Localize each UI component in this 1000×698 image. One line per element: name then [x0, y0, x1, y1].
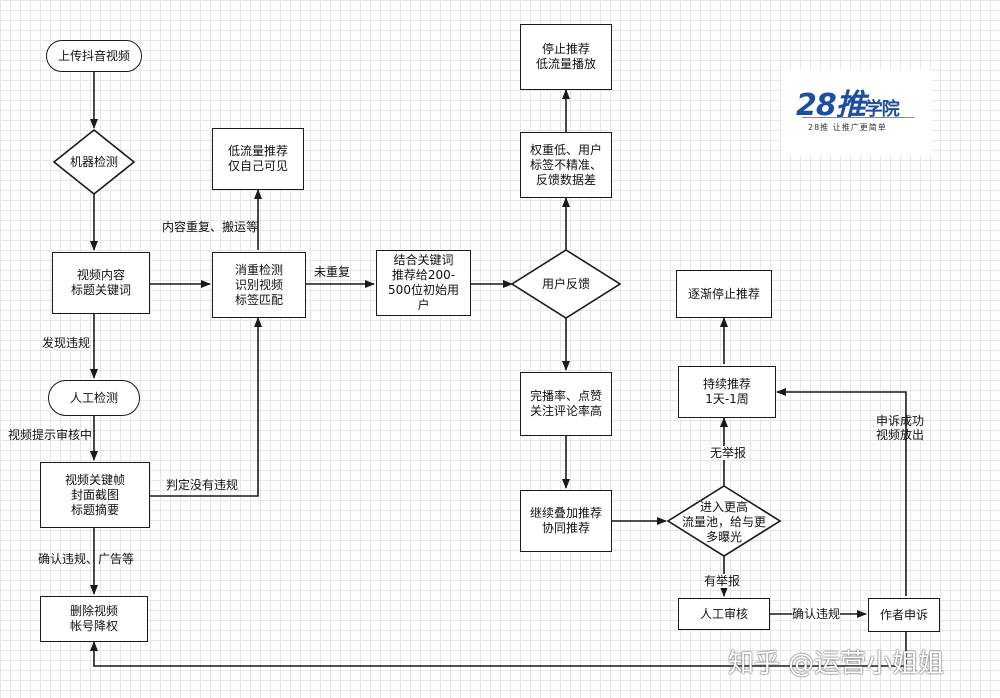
node-gradual-stop-label: 逐渐停止推荐	[687, 286, 760, 301]
node-manual-check: 人工检测	[48, 380, 140, 416]
edge-label-appeal-success: 申诉成功 视频放出	[876, 414, 925, 442]
node-machine-check: 机器检测	[54, 150, 134, 174]
edge-label-confirm-violation: 确认违规	[792, 607, 841, 621]
edge-label-found-violation: 发现违规	[42, 336, 91, 350]
node-upload-video-label: 上传抖音视频	[57, 48, 130, 63]
edge-label-duplicate-content: 内容重复、搬运等	[162, 220, 259, 234]
node-upload-video: 上传抖音视频	[46, 40, 142, 72]
edge-appeal-to-delete	[90, 632, 907, 667]
diamond-machine-check	[52, 128, 136, 196]
node-sustain-recommend-label: 持续推荐 1天-1周	[702, 377, 751, 406]
node-dedup-check: 消重检测 识别视频 标签匹配	[212, 252, 306, 318]
node-keyframe: 视频关键帧 封面截图 标题摘要	[40, 462, 150, 528]
node-user-feedback: 用户反馈	[522, 272, 610, 296]
node-low-flow-label: 低流量推荐 仅自己可见	[227, 144, 288, 173]
brand-logo: 28推学院 28推 让推广更简单	[782, 70, 932, 156]
node-combine-keywords-label: 结合关键词 推荐给200- 500位初始用 户	[388, 253, 459, 312]
zhihu-watermark: 知乎 @运营小姐姐	[728, 649, 945, 679]
edge-label-has-report: 有举报	[704, 574, 741, 588]
node-gradual-stop: 逐渐停止推荐	[676, 270, 772, 318]
node-delete-video-label: 删除视频 帐号降权	[69, 604, 118, 633]
node-delete-video: 删除视频 帐号降权	[40, 596, 148, 642]
edge-label-not-duplicate: 未重复	[314, 265, 351, 279]
edge-keyframe-to-dedup	[150, 317, 262, 497]
node-continue-boost-label: 继续叠加推荐 协同推荐	[529, 506, 602, 535]
node-machine-check-label: 机器检测	[69, 154, 118, 169]
edge-label-confirm-violation-ads: 确认违规、广告等	[38, 552, 135, 566]
node-stop-recommend-label: 停止推荐 低流量播放	[535, 42, 596, 71]
edge-appeal-to-sustain	[776, 388, 907, 596]
node-manual-review-label: 人工审核	[699, 606, 748, 621]
node-video-content: 视频内容 标题关键词	[52, 252, 150, 314]
node-manual-review: 人工审核	[678, 598, 770, 630]
node-manual-check-label: 人工检测	[69, 390, 118, 405]
node-stop-recommend: 停止推荐 低流量播放	[520, 24, 612, 90]
edge-label-no-report: 无举报	[710, 446, 747, 460]
node-high-rate: 完播率、点赞 关注评论率高	[520, 372, 612, 436]
logo-slogan: 28推 让推广更简单	[808, 123, 887, 132]
node-author-appeal-label: 作者申诉	[879, 607, 928, 622]
node-video-content-label: 视频内容 标题关键词	[70, 268, 131, 297]
logo-suffix: 学院	[864, 99, 900, 120]
node-user-feedback-label: 用户反馈	[541, 276, 590, 291]
node-combine-keywords: 结合关键词 推荐给200- 500位初始用 户	[376, 250, 471, 316]
node-continue-boost: 继续叠加推荐 协同推荐	[520, 490, 612, 552]
node-low-flow: 低流量推荐 仅自己可见	[212, 128, 304, 190]
node-higher-pool: 进入更高 流量池，给与更 多曝光	[672, 500, 776, 544]
node-keyframe-label: 视频关键帧 封面截图 标题摘要	[64, 472, 125, 517]
diamond-higher-pool	[666, 485, 782, 557]
node-low-weight: 权重低、用户 标签不精准、 反馈数据差	[520, 132, 612, 198]
edge-label-judged-no-violation: 判定没有违规	[166, 478, 239, 492]
node-low-weight-label: 权重低、用户 标签不精准、 反馈数据差	[529, 142, 602, 187]
diamond-user-feedback	[510, 249, 622, 319]
node-higher-pool-label: 进入更高 流量池，给与更 多曝光	[681, 499, 766, 544]
edge-label-video-under-review: 视频提示审核中	[8, 428, 93, 442]
node-high-rate-label: 完播率、点赞 关注评论率高	[529, 389, 602, 418]
node-sustain-recommend: 持续推荐 1天-1周	[678, 366, 776, 418]
logo-divider	[802, 117, 914, 118]
node-dedup-check-label: 消重检测 识别视频 标签匹配	[234, 262, 283, 307]
node-author-appeal: 作者申诉	[868, 598, 940, 632]
